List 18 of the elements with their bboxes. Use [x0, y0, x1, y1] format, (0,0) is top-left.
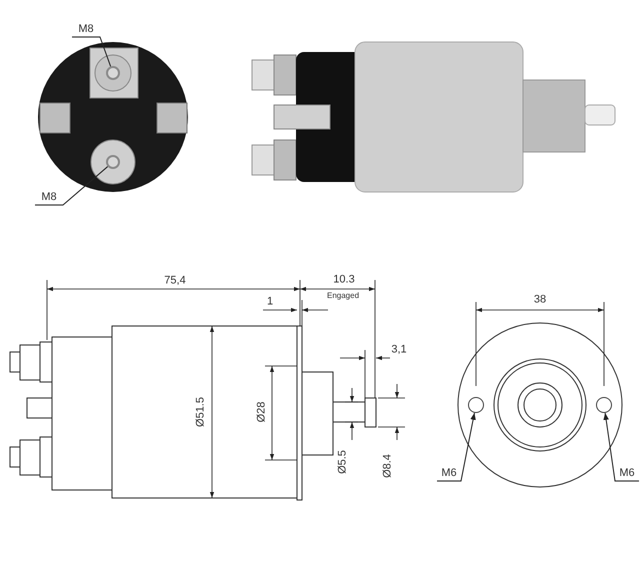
dimension-label: Engaged	[326, 292, 360, 300]
dimension-label: Ø5.5	[338, 449, 348, 475]
dimension-label: 75,4	[163, 276, 187, 286]
leader-line	[72, 36, 112, 67]
leader-line	[603, 412, 640, 482]
leader-line	[436, 412, 476, 482]
dimension-label: Ø28	[256, 400, 268, 424]
dimension-label: Ø8.4	[382, 453, 394, 479]
dimension-label: 38	[532, 294, 548, 306]
dimension-label: 3,1	[390, 344, 408, 356]
callout-label: M8	[35, 189, 63, 205]
dimension-label: Ø51.5	[196, 396, 206, 428]
callout-label: M6	[437, 465, 461, 481]
callout-label: M6	[615, 465, 639, 481]
callout-label: M8	[72, 21, 100, 37]
dimension-label: 10.3	[332, 274, 356, 286]
dimension-label: 1	[266, 296, 274, 308]
leader-line	[34, 166, 108, 206]
